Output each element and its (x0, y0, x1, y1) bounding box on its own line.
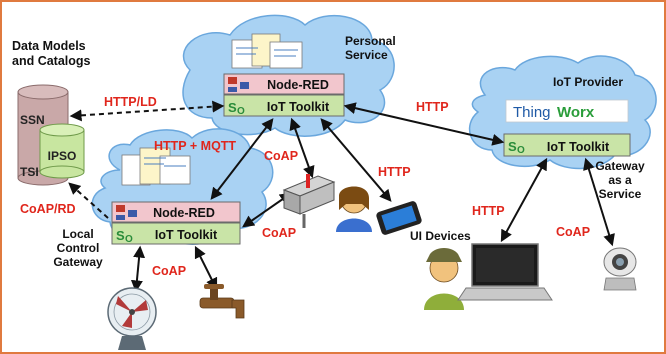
svg-text:S: S (228, 100, 237, 115)
iot-toolkit-label: IoT Toolkit (155, 228, 218, 242)
protocol-http-laptop: HTTP (472, 204, 505, 218)
link-coap-fan (130, 245, 146, 293)
local-gateway-heading-line2: Control (57, 241, 100, 255)
protocol-http-provider: HTTP (416, 100, 449, 114)
link-coap-camera (583, 157, 615, 247)
protocol-coap-fan: CoAP (152, 264, 186, 278)
node-red-label: Node-RED (153, 206, 215, 220)
link-coap-mailbox-personal (289, 117, 315, 179)
faucet-icon (199, 284, 245, 319)
local-node-red-block: Node-RED (111, 201, 241, 223)
ui-devices-heading: UI Devices (410, 229, 471, 243)
data-models-heading-line2: and Catalogs (12, 54, 91, 68)
iot-provider-heading: IoT Provider (553, 75, 623, 89)
link-http-mqtt (210, 118, 274, 200)
svg-text:O: O (237, 106, 245, 117)
protocol-coap-camera: CoAP (556, 225, 590, 239)
node-red-label: Node-RED (267, 78, 329, 92)
thingworx-text-a: Thing (513, 104, 551, 121)
fan-icon (107, 287, 157, 350)
so-logo-icon: S O (508, 139, 525, 156)
gaas-heading-line2: as a (608, 173, 632, 187)
so-logo-icon: S O (116, 228, 133, 245)
svg-text:S: S (508, 139, 517, 154)
data-models-heading-line1: Data Models (12, 39, 86, 53)
laptop-icon (457, 243, 553, 301)
gaas-heading-line1: Gateway (595, 159, 645, 173)
local-gateway-heading-line3: Gateway (53, 255, 103, 269)
person-icon (336, 186, 372, 232)
link-http-ld (69, 100, 225, 122)
protocol-http-ld: HTTP/LD (104, 95, 157, 109)
personal-iot-toolkit-block: S O IoT Toolkit (223, 94, 345, 117)
ipso-database-icon: IPSO (39, 123, 85, 179)
protocol-http-phone: HTTP (378, 165, 411, 179)
protocol-coap-mailbox: CoAP (264, 149, 298, 163)
gaas-heading-line3: Service (599, 187, 642, 201)
provider-iot-toolkit-block: S O IoT Toolkit (503, 133, 631, 157)
node-red-icon (116, 205, 137, 220)
svg-text:O: O (517, 145, 525, 156)
link-http-laptop (500, 157, 548, 243)
personal-node-red-block: Node-RED (223, 73, 345, 95)
personal-service-heading-line1: Personal (345, 34, 396, 48)
personal-service-screens-icon (231, 33, 303, 69)
thingworx-logo: Thing Worx (505, 99, 629, 123)
svg-text:O: O (125, 234, 133, 245)
ipso-label: IPSO (48, 149, 77, 163)
mailbox-icon (282, 174, 336, 228)
farmer-user-icon (424, 248, 464, 310)
svg-text:S: S (116, 228, 125, 243)
local-gateway-heading-line1: Local (62, 227, 93, 241)
iot-toolkit-label: IoT Toolkit (547, 140, 610, 154)
so-logo-icon: S O (228, 100, 245, 117)
protocol-http-mqtt: HTTP + MQTT (154, 139, 236, 153)
personal-service-heading-line2: Service (345, 48, 388, 62)
connections (68, 100, 615, 293)
ssn-label: SSN (20, 113, 45, 127)
phone-icon (376, 201, 422, 235)
link-coap-mailbox-local (242, 192, 292, 228)
protocol-coap-rd: CoAP/RD (20, 202, 76, 216)
node-red-icon (228, 77, 249, 92)
link-http-phone (320, 118, 392, 202)
link-http-provider (343, 102, 505, 146)
tsi-label: TSI (20, 165, 39, 179)
local-iot-toolkit-block: S O IoT Toolkit (111, 222, 241, 245)
link-coap-faucet (194, 245, 218, 291)
iot-toolkit-label: IoT Toolkit (267, 100, 330, 114)
local-gateway-screens-icon (121, 147, 191, 186)
camera-icon (603, 247, 637, 291)
thingworx-text-b: Worx (557, 104, 595, 121)
protocol-coap-local: CoAP (262, 226, 296, 240)
